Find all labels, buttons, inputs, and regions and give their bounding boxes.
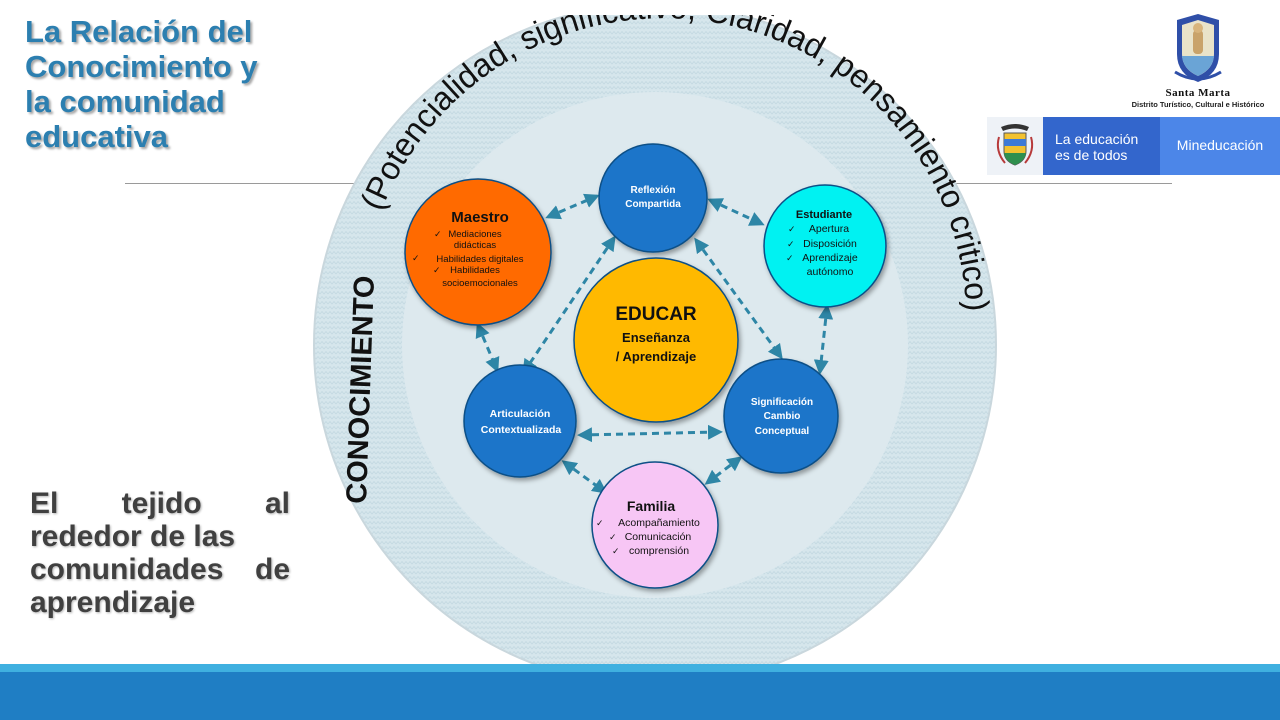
estudiante-item-3b: autónomo (807, 266, 854, 278)
footer-bar (0, 672, 1280, 720)
check-icon: ✓ (412, 254, 420, 264)
check-icon: ✓ (787, 240, 795, 250)
ministry-name: Mineducación (1176, 137, 1264, 153)
significacion-line-1: Significación (751, 397, 813, 408)
divider-left (125, 183, 370, 184)
check-icon: ✓ (788, 225, 796, 235)
familia-item-3: comprensión (629, 545, 689, 557)
check-icon: ✓ (434, 230, 442, 240)
estudiante-item-3a: Aprendizaje (802, 252, 858, 264)
reflexion-line-2: Compartida (625, 199, 681, 210)
node-maestro: Maestro ✓ Mediaciones didácticas ✓ Habil… (404, 178, 552, 326)
link-estudiante-significacion (813, 304, 834, 375)
subtitle-line: El tejido al (30, 487, 290, 520)
ministry-block: Mineducación (1160, 117, 1280, 175)
colombia-seal-icon (987, 117, 1043, 175)
title-line: la comunidad (25, 84, 225, 119)
maestro-item-1a: Mediaciones (448, 229, 502, 240)
subtitle-line: rededor de las (30, 520, 236, 553)
maestro-title: Maestro (451, 209, 509, 226)
node-estudiante: Estudiante ✓ Apertura ✓ Disposición ✓ Ap… (763, 184, 887, 308)
slide-title: La Relación del Conocimiento y la comuni… (25, 14, 325, 154)
significacion-line-3: Conceptual (755, 426, 810, 437)
maestro-item-1b: didácticas (454, 240, 496, 251)
educar-title: EDUCAR (615, 304, 697, 325)
city-name: Santa Marta (1165, 87, 1231, 99)
gov-tagline-line: es de todos (1055, 147, 1128, 163)
link-maestro-articulacion (475, 322, 500, 373)
coat-of-arms-icon (1174, 14, 1222, 82)
title-line: Conocimiento y (25, 49, 258, 84)
estudiante-item-2: Disposición (803, 238, 857, 250)
link-significacion-familia (704, 456, 743, 485)
educar-line-2: / Aprendizaje (616, 349, 696, 364)
check-icon: ✓ (612, 547, 620, 557)
government-banner: La educación es de todos Mineducación (987, 117, 1280, 175)
articulacion-line-1: Articulación (490, 408, 551, 420)
title-line: La Relación del (25, 14, 253, 49)
link-reflexion-articulacion (522, 235, 616, 375)
gov-tagline: La educación es de todos (1055, 131, 1138, 163)
title-line: educativa (25, 119, 169, 154)
articulacion-line-2: Contextualizada (481, 424, 562, 436)
maestro-item-2: Habilidades digitales (436, 254, 523, 265)
knowledge-diagram: (Potencialidad, significativo, Claridad,… (313, 15, 997, 675)
gov-tagline-line: La educación (1055, 131, 1139, 147)
tagline-block: La educación es de todos (1043, 117, 1160, 175)
node-significacion: Significación Cambio Conceptual (723, 358, 839, 474)
link-articulacion-familia (561, 460, 608, 494)
familia-title: Familia (627, 498, 675, 514)
check-icon: ✓ (596, 519, 604, 529)
subtitle-line: comunidades de (30, 553, 290, 586)
ring-side-label: CONOCIMIENTO (341, 275, 381, 504)
estudiante-item-1: Apertura (809, 223, 849, 235)
familia-item-1: Acompañamiento (618, 517, 700, 529)
santa-marta-logo: Santa Marta Distrito Turístico, Cultural… (1128, 10, 1268, 114)
subtitle-line: aprendizaje (30, 586, 196, 619)
city-subtitle: Distrito Turístico, Cultural e Histórico (1131, 100, 1265, 109)
check-icon: ✓ (433, 266, 441, 276)
node-reflexion: Reflexión Compartida (598, 143, 708, 253)
link-maestro-reflexion (545, 193, 600, 220)
node-articulacion: Articulación Contextualizada (463, 364, 577, 478)
check-icon: ✓ (609, 533, 617, 543)
estudiante-title: Estudiante (796, 209, 852, 221)
reflexion-line-1: Reflexión (630, 185, 675, 196)
node-familia: Familia ✓ Acompañamiento ✓ Comunicación … (591, 461, 719, 589)
check-icon: ✓ (786, 254, 794, 264)
maestro-item-3a: Habilidades (450, 265, 500, 276)
significacion-line-2: Cambio (764, 411, 801, 422)
maestro-item-3b: socioemocionales (442, 278, 518, 289)
educar-line-1: Enseñanza (622, 330, 691, 345)
node-educar: EDUCAR Enseñanza / Aprendizaje (573, 257, 739, 423)
footer-accent-bar (0, 664, 1280, 672)
link-reflexion-estudiante (707, 198, 765, 226)
divider-right (940, 183, 1172, 184)
link-reflexion-significacion (694, 237, 783, 360)
familia-item-2: Comunicación (625, 531, 692, 543)
slide-subtitle: El tejido al rededor de las comunidades … (30, 487, 290, 619)
